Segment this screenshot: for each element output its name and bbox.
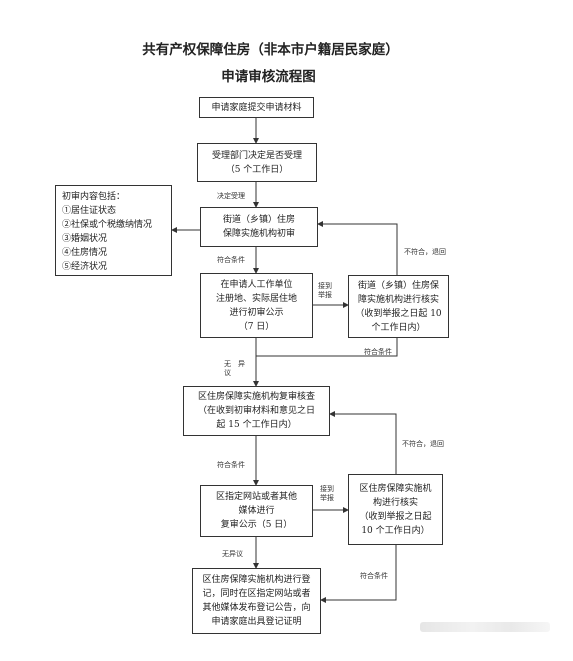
label-not-qualified-1: 不符合，退回 [404, 248, 446, 256]
label-qualified-4: 符合条件 [360, 572, 388, 580]
label-qualified-2: 符合条件 [364, 348, 392, 356]
arrow-verify2-return [329, 411, 397, 474]
label-qualified-3: 符合条件 [217, 461, 245, 469]
box-district-public-notice: 区指定网站或者其他 媒体进行 复审公示（5 日） [200, 485, 313, 537]
label-report-2: 接到 举报 [320, 485, 334, 502]
box-acceptance-decision: 受理部门决定是否受理 （5 个工作日） [197, 143, 317, 182]
label-no-objection-2: 无异议 [222, 550, 243, 558]
box-submit-materials: 申请家庭提交申请材料 [199, 97, 314, 118]
box-registration: 区住房保障实施机构进行登 记，同时在区指定网站或者 其他媒体发布登记公告，向 申… [192, 568, 321, 634]
label-qualified-1: 符合条件 [217, 256, 245, 264]
label-accepted: 决定受理 [217, 192, 245, 200]
box-district-verification: 区住房保障实施机 构进行核实 （收到举报之日起 10 个工作日内） [348, 474, 443, 545]
arrow-verify2-register [320, 545, 397, 603]
box-district-re-review: 区住房保障实施机构复审核查 （在收到初审材料和意见之日 起 15 个工作日内） [183, 386, 330, 436]
box-review-content: 初审内容包括： ①居住证状态 ②社保或个税缴纳情况 ③婚姻状况 ④住房情况 ⑤经… [55, 185, 172, 276]
arrow-verify1-rereview [256, 338, 398, 357]
watermark [420, 622, 550, 632]
diagram-subtitle: 申请审核流程图 [221, 69, 316, 85]
box-street-verification: 街道（乡镇）住房保 障实施机构进行核实 （收到举报之日起 10 个工作日内） [348, 275, 449, 338]
diagram-title: 共有产权保障住房（非本市户籍居民家庭） [142, 42, 399, 58]
label-report-1: 接到 举报 [318, 282, 332, 299]
arrow-verify1-return [317, 221, 398, 275]
label-no-objection-1: 无 异 议 [224, 360, 245, 377]
label-not-qualified-2: 不符合，退回 [402, 440, 444, 448]
box-initial-review: 街道（乡镇）住房 保障实施机构初审 [200, 207, 318, 247]
box-initial-public-notice: 在申请人工作单位 注册地、实际居住地 进行初审公示 （7 日） [200, 273, 313, 338]
